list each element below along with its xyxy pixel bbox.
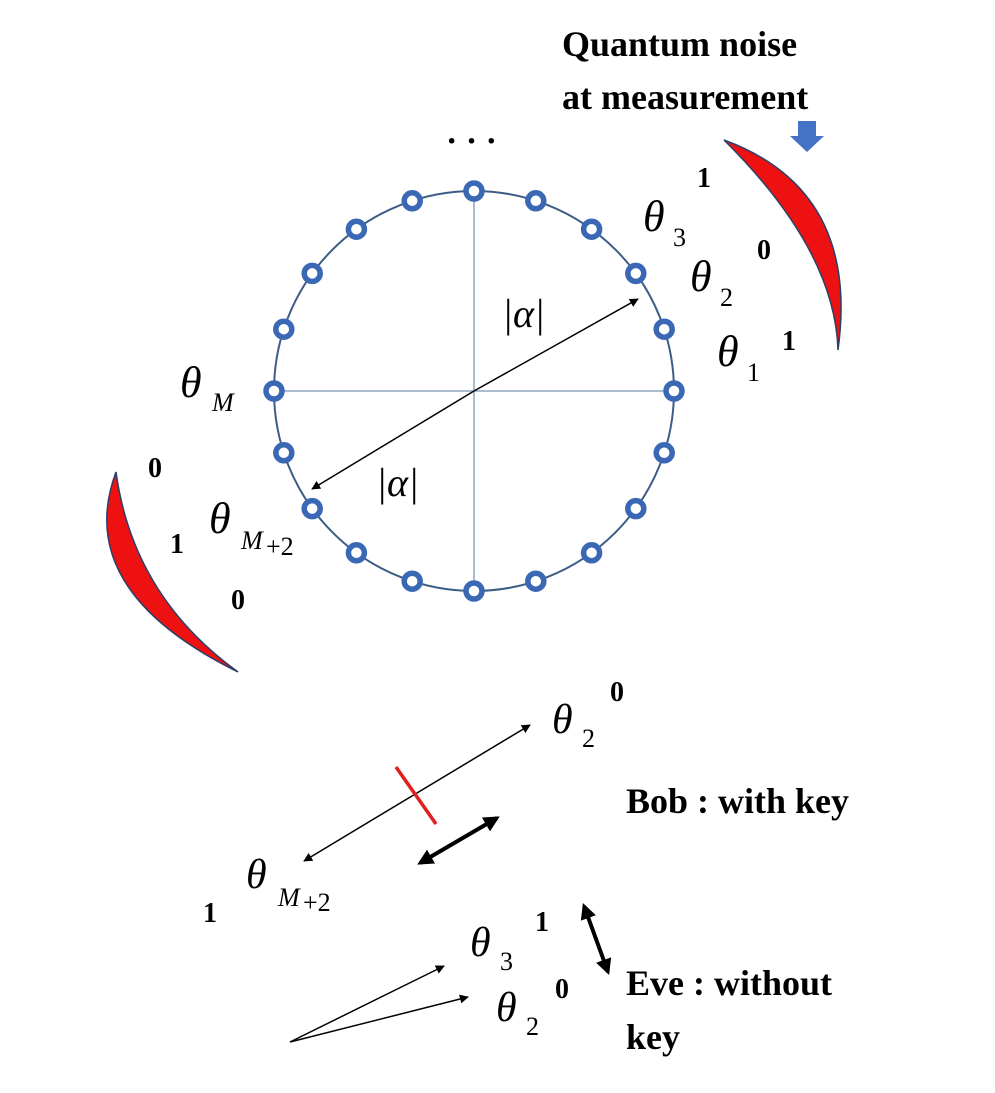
ellipsis: · · · <box>446 123 497 160</box>
theta-M2-label: θ M +2 <box>209 494 294 561</box>
svg-text:θ: θ <box>552 697 573 743</box>
svg-text:θ: θ <box>496 985 517 1031</box>
state-node <box>463 580 485 602</box>
theta-3-label: θ 3 <box>643 192 686 252</box>
state-node <box>401 570 423 592</box>
svg-text:1: 1 <box>747 358 760 387</box>
theta-2-label: θ 2 <box>690 252 733 312</box>
bob-label: Bob : with key <box>626 781 849 821</box>
bit-theta3: 1 <box>697 163 711 194</box>
noise-crescent-right <box>723 139 842 351</box>
state-node <box>345 542 368 564</box>
alpha-label-upper: |α| <box>502 291 545 336</box>
state-nodes <box>263 180 685 602</box>
state-node <box>663 380 685 402</box>
bob-bit-theta2: 0 <box>610 677 624 708</box>
state-node <box>301 262 323 285</box>
noise-crescent-left <box>106 471 239 673</box>
state-node <box>263 380 285 402</box>
bob-bit-thetaM2: 1 <box>203 898 217 929</box>
state-node <box>653 442 675 464</box>
down-arrow-icon <box>790 121 824 152</box>
bob-theta-2: θ 2 <box>552 697 595 753</box>
svg-text:2: 2 <box>720 283 733 312</box>
bob-theta-M2: θ M +2 <box>246 852 331 917</box>
state-node <box>580 542 603 564</box>
svg-text:+2: +2 <box>266 532 294 561</box>
state-node <box>345 218 368 240</box>
noise-title-line2: at measurement <box>562 77 808 117</box>
svg-text:+2: +2 <box>303 888 331 917</box>
svg-text:3: 3 <box>673 223 686 252</box>
bit-theta2: 0 <box>757 235 771 266</box>
svg-text:θ: θ <box>643 192 665 241</box>
state-node <box>301 497 323 520</box>
svg-text:θ: θ <box>717 327 739 376</box>
eve-theta-2: θ 2 <box>496 985 539 1041</box>
alpha-label-lower: |α| <box>376 460 419 505</box>
bit-left-mid: 1 <box>170 529 184 560</box>
theta-M-label: θ M <box>180 358 235 417</box>
svg-text:2: 2 <box>582 724 595 753</box>
bob-decision-line <box>303 724 531 862</box>
eve-separation-arrow <box>580 902 612 976</box>
state-node <box>580 218 603 240</box>
svg-text:θ: θ <box>209 494 231 543</box>
state-node <box>525 190 547 212</box>
alpha-arrow-upper <box>473 298 639 392</box>
svg-text:θ: θ <box>470 920 491 966</box>
bit-left-bottom: 0 <box>231 585 245 616</box>
state-node <box>625 262 647 285</box>
state-node <box>463 180 485 202</box>
eve-bit-theta3: 1 <box>535 907 549 938</box>
svg-text:θ: θ <box>246 852 267 898</box>
bob-separation-arrow <box>417 816 500 865</box>
eve-theta-3: θ 3 <box>470 920 513 976</box>
svg-text:M: M <box>211 388 235 417</box>
svg-text:3: 3 <box>500 947 513 976</box>
alpha-arrow-lower <box>311 390 475 490</box>
eve-label-line1: Eve : without <box>626 963 832 1003</box>
noise-title-line1: Quantum noise <box>562 24 797 64</box>
svg-text:2: 2 <box>526 1012 539 1041</box>
bob-threshold-mark <box>394 765 438 826</box>
svg-text:M: M <box>240 526 264 555</box>
eve-bit-theta2: 0 <box>555 974 569 1005</box>
eve-label-line2: key <box>626 1017 680 1057</box>
state-node <box>525 570 547 592</box>
svg-text:θ: θ <box>180 358 202 407</box>
svg-text:M: M <box>277 883 301 912</box>
svg-text:θ: θ <box>690 252 712 301</box>
theta-1-label: θ 1 <box>717 327 760 387</box>
state-node <box>401 190 423 212</box>
eve-arrow-theta2 <box>289 994 469 1043</box>
bit-theta1: 1 <box>782 326 796 357</box>
state-node <box>653 318 675 340</box>
state-node <box>273 442 295 464</box>
state-node <box>625 497 647 520</box>
state-node <box>273 318 295 340</box>
bit-left-top: 0 <box>148 453 162 484</box>
eve-arrow-theta3 <box>289 965 445 1043</box>
